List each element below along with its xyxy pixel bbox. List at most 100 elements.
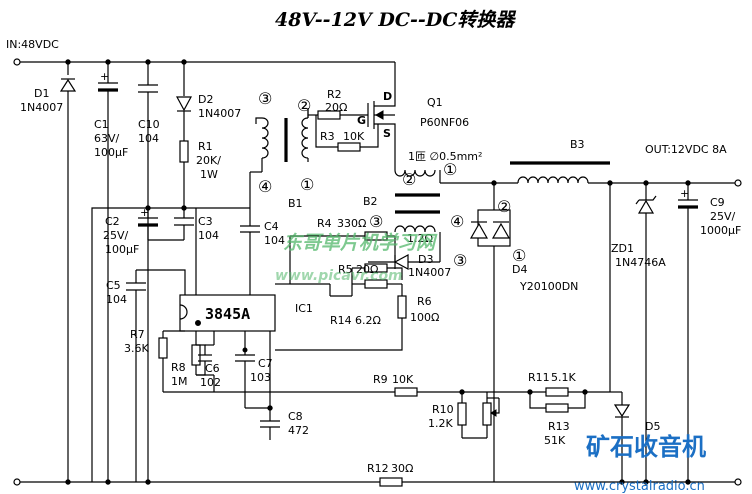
svg-text:6.2Ω: 6.2Ω: [355, 314, 381, 327]
svg-text:ZD1: ZD1: [611, 242, 634, 255]
svg-text:1N4007: 1N4007: [408, 266, 451, 279]
svg-text:1W: 1W: [200, 168, 218, 181]
resistor-r11: R11 5.1K: [520, 371, 610, 397]
svg-text:5.1K: 5.1K: [551, 371, 576, 384]
d5-label: D5: [645, 420, 660, 433]
ic-label: 3845A: [205, 305, 250, 323]
svg-text:R8: R8: [171, 361, 186, 374]
svg-text:C9: C9: [710, 196, 725, 209]
svg-text:63V/: 63V/: [94, 132, 120, 145]
svg-text:C10: C10: [138, 118, 160, 131]
svg-text:104: 104: [106, 293, 127, 306]
capacitor-c5: C5 104: [106, 270, 146, 482]
svg-text:100μF: 100μF: [105, 243, 139, 256]
svg-text:1.2K: 1.2K: [428, 417, 453, 430]
svg-text:D2: D2: [198, 93, 213, 106]
svg-text:102: 102: [200, 376, 221, 389]
resistor-r7: R7 3.6K: [124, 328, 395, 393]
output-ground-terminal: [734, 478, 742, 486]
input-label: IN:48VDC: [6, 38, 59, 51]
potentiometer: [482, 392, 500, 438]
svg-text:④: ④: [450, 212, 464, 231]
input-terminal: [13, 58, 21, 66]
diagram-title: 48V--12V DC--DC转换器: [275, 9, 516, 31]
svg-text:25V/: 25V/: [103, 229, 129, 242]
svg-text:C1: C1: [94, 118, 109, 131]
svg-text:Y20100DN: Y20100DN: [519, 280, 578, 293]
svg-text:R7: R7: [130, 328, 145, 341]
svg-text:R2: R2: [327, 88, 342, 101]
svg-text:Q1: Q1: [427, 96, 443, 109]
svg-text:+: +: [140, 206, 149, 219]
svg-text:C5: C5: [106, 279, 121, 292]
capacitor-c7: C7 103: [235, 331, 273, 408]
logo-text: 矿石收音机: [586, 433, 706, 461]
svg-text:C6: C6: [205, 362, 220, 375]
output-terminal: [734, 179, 742, 187]
svg-text:1匝 ∅0.5mm²: 1匝 ∅0.5mm²: [408, 150, 482, 163]
svg-text:+: +: [680, 187, 689, 200]
svg-text:20Ω: 20Ω: [325, 101, 347, 114]
svg-text:330Ω: 330Ω: [337, 217, 366, 230]
svg-text:+: +: [100, 70, 109, 83]
resistor-r2: R2 20Ω: [307, 88, 368, 120]
b3-label: B3: [570, 138, 585, 151]
svg-text:C4: C4: [264, 220, 279, 233]
svg-text:1000μF: 1000μF: [700, 224, 741, 237]
output-label: OUT:12VDC 8A: [645, 143, 727, 156]
svg-text:100μF: 100μF: [94, 146, 128, 159]
svg-text:3.6K: 3.6K: [124, 342, 149, 355]
svg-text:25V/: 25V/: [710, 210, 736, 223]
svg-text:③: ③: [453, 251, 467, 270]
diode-d1: D1 1N4007: [20, 59, 77, 485]
svg-text:R6: R6: [417, 295, 432, 308]
svg-text:10K: 10K: [343, 130, 365, 143]
svg-text:D: D: [383, 90, 392, 103]
resistor-r10: R10 1.2K: [428, 392, 487, 439]
svg-text:D1: D1: [34, 87, 49, 100]
capacitor-c4: C4 104: [240, 172, 285, 295]
capacitor-c3: C3 104: [148, 208, 219, 242]
label-1-2ohm: 1.2Ω: [407, 232, 433, 245]
svg-text:R11: R11: [528, 371, 550, 384]
svg-text:C2: C2: [105, 215, 120, 228]
capacitor-c2: + C2 25V/ 100μF: [103, 206, 158, 256]
svg-text:R4: R4: [317, 217, 332, 230]
capacitor-c10: C10 104: [138, 59, 160, 485]
svg-text:④: ④: [258, 177, 272, 196]
svg-text:②: ②: [497, 197, 511, 216]
transformer-b1: B1 ③ ② ④ ①: [250, 89, 314, 210]
svg-text:②: ②: [297, 96, 311, 115]
diode-d4: D4 Y20100DN ② ③ ①: [453, 180, 578, 482]
resistor-r9: R9 10K: [373, 373, 520, 397]
svg-text:③: ③: [369, 212, 383, 231]
svg-text:104: 104: [264, 234, 285, 247]
svg-text:G: G: [357, 114, 366, 127]
svg-text:20K/: 20K/: [196, 154, 221, 167]
svg-text:30Ω: 30Ω: [391, 462, 413, 475]
resistor-r3: R3 10K: [315, 115, 379, 152]
svg-text:103: 103: [250, 371, 271, 384]
svg-text:R3: R3: [320, 130, 335, 143]
svg-text:104: 104: [138, 132, 159, 145]
resistor-r4: R4 330Ω: [290, 217, 395, 241]
ic-3845a: 3845A IC1: [179, 294, 313, 332]
resistor-r12: R12 30Ω: [367, 462, 413, 487]
ic-ref: IC1: [295, 302, 313, 315]
svg-text:D4: D4: [512, 263, 527, 276]
svg-text:472: 472: [288, 424, 309, 437]
svg-text:20Ω: 20Ω: [356, 263, 378, 276]
diode-d2: D2 1N4007: [175, 59, 241, 141]
svg-text:104: 104: [198, 229, 219, 242]
svg-text:②: ②: [402, 170, 416, 189]
svg-text:R5: R5: [338, 263, 353, 276]
svg-text:1N4007: 1N4007: [20, 101, 63, 114]
svg-text:1N4746A: 1N4746A: [615, 256, 666, 269]
capacitor-c8: C8 472: [245, 331, 309, 440]
watermark-url: www.picavr.com: [275, 268, 403, 284]
capacitor-c1: + C1 63V/ 100μF: [94, 59, 128, 485]
svg-text:R9: R9: [373, 373, 388, 386]
svg-text:R12: R12: [367, 462, 389, 475]
svg-text:①: ①: [512, 246, 526, 265]
